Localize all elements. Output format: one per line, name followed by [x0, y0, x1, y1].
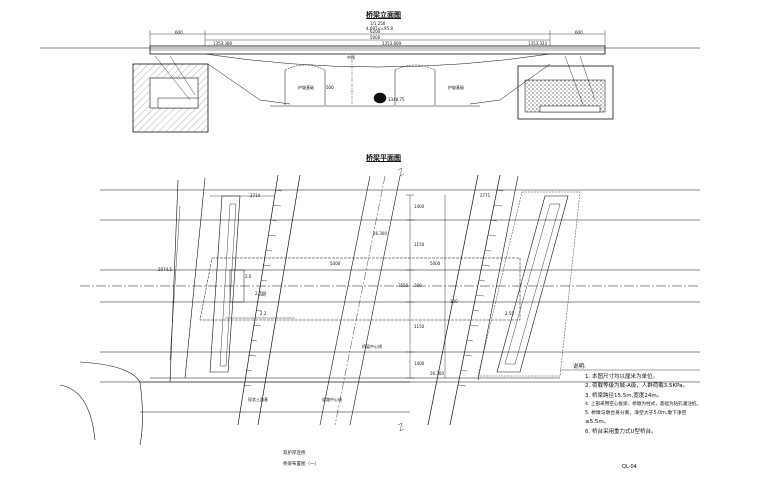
footer-caption2: 桥梁布置图（一）: [283, 462, 319, 467]
footer-caption1: 双护岸连桥: [283, 451, 306, 456]
label-width: 26.300: [430, 371, 444, 376]
elevation-title: 桥梁立面图: [366, 11, 401, 19]
center-mark: 中线: [347, 55, 355, 60]
label-right-pier: 护坡基础: [448, 85, 464, 90]
plan-dim-p: 2.55: [505, 311, 514, 316]
bottom-elev: 1348.75: [388, 97, 405, 102]
plan-view: [59, 167, 700, 446]
dim-left: 600: [175, 30, 183, 35]
elev-left: 1353.380: [213, 41, 233, 46]
dim-total: 6200: [370, 29, 381, 34]
note-item: 2. 荷载等级为城-A级，人群荷载3.5KPa。: [585, 383, 689, 389]
plan-dim-m: 2.780: [255, 291, 267, 296]
notes: 说明: 1. 本图尺寸均以厘米为单位。 2. 荷载等级为城-A级，人群荷载3.5…: [573, 364, 702, 435]
plan-dim-c: 5000: [330, 261, 341, 266]
elevation-view: [40, 30, 700, 133]
plan-dim-j: 3550: [398, 283, 409, 288]
dim-main: 5000: [370, 35, 381, 40]
elevation-top-elev: 1/1.250: [370, 21, 386, 26]
label-bridge-center: 桥梁中心线: [362, 344, 382, 349]
plan-dim-a: 2714: [250, 193, 261, 198]
plan-dim-b: 2771: [480, 193, 491, 198]
plan-dim-o: 2.2: [260, 311, 267, 316]
sheet-number: QL-04: [622, 464, 637, 470]
elevation-span-note: 4.09T<=95.8: [366, 26, 393, 31]
note-item: 4. 上部采用空心板梁，桥墩为柱式，基础为钻孔灌注桩。: [585, 402, 702, 407]
label-road-center: 道路中心线: [322, 397, 342, 402]
plan-dim-l: 300: [450, 299, 458, 304]
plan-title: 桥梁平面图: [366, 154, 401, 162]
plan-dim-g: 1150: [414, 324, 425, 329]
plan-dim-f: 1150: [414, 242, 425, 247]
elev-mid: 1353.669: [382, 41, 402, 46]
plan-dim-h: 1400: [414, 361, 425, 366]
plan-dim-n: 2.0: [245, 274, 252, 279]
note-item: 3. 桥梁跨径15.5m,宽度24m。: [585, 392, 663, 399]
note-item: 5. 桥墩与墩台身分离，净空大于5.0m,墩下净空: [585, 410, 687, 416]
elev-right: 1353.323: [528, 41, 548, 46]
plan-dim-e: 1400: [414, 204, 425, 209]
plan-dim-i: 200: [414, 283, 422, 288]
note-item: ≥5.5m。: [585, 419, 610, 426]
dim-side: 2074.5: [158, 267, 172, 272]
dim-right: 600: [575, 30, 583, 35]
label-left-pier: 护坡基础: [298, 85, 314, 90]
dim-pier-h: 500: [326, 85, 334, 90]
note-item: 1. 本图尺寸均以厘米为单位。: [585, 373, 658, 380]
label-road: 现状土路基: [248, 397, 268, 402]
plan-dim-k: 26.300: [373, 231, 387, 236]
plan-dim-d: 5000: [430, 261, 441, 266]
notes-heading: 说明:: [573, 364, 586, 370]
note-item: 6. 桥台采用重力式U型桥台。: [585, 428, 657, 435]
